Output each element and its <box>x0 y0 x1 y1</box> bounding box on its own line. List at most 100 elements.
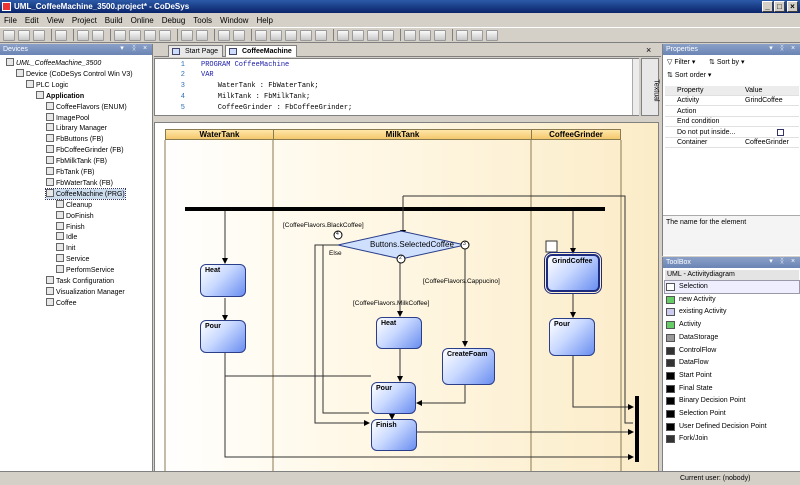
start-icon[interactable] <box>285 29 297 41</box>
align-icon[interactable] <box>486 29 498 41</box>
menu-build[interactable]: Build <box>104 15 123 25</box>
zoom-icon[interactable] <box>456 29 468 41</box>
maximize-button[interactable]: □ <box>774 1 785 12</box>
tree-item[interactable]: ImagePool <box>46 112 89 123</box>
tree-item[interactable]: Init <box>56 243 75 253</box>
breakpoint-icon[interactable] <box>337 29 349 41</box>
print-icon[interactable] <box>55 29 67 41</box>
copy-icon[interactable] <box>129 29 141 41</box>
tree-item[interactable]: Device (CoDeSys Control Win V3) <box>16 68 133 79</box>
menu-window[interactable]: Window <box>219 15 249 25</box>
reset-icon[interactable] <box>315 29 327 41</box>
filter-button[interactable]: ▽ Filter ▾ <box>667 59 696 66</box>
activity-finish[interactable]: Finish <box>371 419 417 451</box>
activity-pour-milk[interactable]: Pour <box>371 382 416 414</box>
cut-icon[interactable] <box>114 29 126 41</box>
menu-help[interactable]: Help <box>256 15 273 25</box>
stop-icon[interactable] <box>300 29 312 41</box>
activity-heat-water[interactable]: Heat <box>200 264 246 297</box>
minimize-button[interactable]: _ <box>762 1 773 12</box>
build-icon[interactable] <box>218 29 230 41</box>
menu-online[interactable]: Online <box>130 15 154 25</box>
property-row[interactable]: Action <box>665 107 799 117</box>
code-scrollbar[interactable] <box>632 59 639 115</box>
menu-file[interactable]: File <box>4 15 17 25</box>
tree-item[interactable]: CoffeeFlavors (ENUM) <box>46 101 127 112</box>
close-button[interactable]: × <box>787 1 798 12</box>
guard-black-coffee[interactable]: [CoffeeFlavors.BlackCoffee] <box>283 222 364 229</box>
tree-item[interactable]: Task Configuration <box>46 276 114 286</box>
autohide-icon[interactable]: ᛝ <box>131 45 137 52</box>
menu-project[interactable]: Project <box>71 15 97 25</box>
tree-item[interactable]: Application <box>36 90 84 101</box>
replace-icon[interactable] <box>196 29 208 41</box>
redo-icon[interactable] <box>92 29 104 41</box>
guard-milk-coffee[interactable]: [CoffeeFlavors.MilkCoffee] <box>353 300 430 307</box>
tree-item[interactable]: DoFinish <box>56 210 94 221</box>
tree-item[interactable]: Coffee <box>46 297 77 308</box>
toolbox-item[interactable]: Start Point <box>665 370 799 382</box>
toolbox-item[interactable]: ControlFlow <box>665 345 799 357</box>
login-icon[interactable] <box>255 29 267 41</box>
toolbox-item[interactable]: DataFlow <box>665 357 799 369</box>
menu-debug[interactable]: Debug <box>161 15 186 25</box>
guard-else[interactable]: Else <box>329 250 342 257</box>
tree-item[interactable]: FbMilkTank (FB) <box>46 156 107 166</box>
activity-heat-milk[interactable]: Heat <box>376 317 422 349</box>
sort-order-button[interactable]: ⇅ Sort order ▾ <box>667 72 712 79</box>
unforce-icon[interactable] <box>434 29 446 41</box>
tree-item[interactable]: CoffeeMachine (PRG) <box>45 187 126 200</box>
toolbox-item[interactable]: existing Activity <box>665 306 799 318</box>
pin-icon[interactable]: ▾ <box>120 45 124 52</box>
write-values-icon[interactable] <box>404 29 416 41</box>
property-row[interactable]: Do not put inside... <box>665 128 799 138</box>
toolbox-item[interactable]: Fork/Join <box>665 433 799 445</box>
property-row[interactable]: End condition <box>665 117 799 127</box>
sort-by-button[interactable]: ⇅ Sort by ▾ <box>709 59 745 66</box>
tree-item[interactable]: PerformService <box>56 265 114 275</box>
autohide-icon[interactable]: ᛝ <box>779 45 785 52</box>
build-all-icon[interactable] <box>233 29 245 41</box>
pin-icon[interactable]: ▾ <box>769 258 773 265</box>
pin-icon[interactable]: ▾ <box>769 45 773 52</box>
menu-tools[interactable]: Tools <box>193 15 212 25</box>
close-icon[interactable]: × <box>790 45 796 52</box>
property-value[interactable]: CoffeeGrinder <box>745 139 789 146</box>
lane-coffeegrinder[interactable]: CoffeeGrinder <box>531 129 621 140</box>
declaration-editor[interactable]: 1 PROGRAM CoffeeMachine 2 VAR 3 WaterTan… <box>154 58 639 116</box>
delete-icon[interactable] <box>159 29 171 41</box>
grid-icon[interactable] <box>471 29 483 41</box>
tree-item[interactable]: FbCoffeeGrinder (FB) <box>46 145 124 155</box>
new-file-icon[interactable] <box>3 29 15 41</box>
tree-item[interactable]: FbButtons (FB) <box>46 134 103 144</box>
tree-item[interactable]: PLC Logic <box>26 79 68 90</box>
tree-item[interactable]: Finish <box>56 221 85 232</box>
activity-create-foam[interactable]: CreateFoam <box>442 348 495 385</box>
activity-grind-coffee[interactable]: GrindCoffee <box>544 252 602 294</box>
logout-icon[interactable] <box>270 29 282 41</box>
save-icon[interactable] <box>33 29 45 41</box>
step-out-icon[interactable] <box>382 29 394 41</box>
toolbox-item[interactable]: DataStorage <box>665 332 799 344</box>
textual-view-tab[interactable]: Textual <box>641 58 660 116</box>
close-icon[interactable]: × <box>790 258 796 265</box>
toolbox-item[interactable]: Selection Point <box>665 408 799 420</box>
close-tab-icon[interactable]: × <box>646 45 652 55</box>
step-over-icon[interactable] <box>352 29 364 41</box>
activity-pour-coffee[interactable]: Pour <box>549 318 595 356</box>
menu-view[interactable]: View <box>46 15 64 25</box>
undo-icon[interactable] <box>77 29 89 41</box>
activity-diagram[interactable]: WaterTank MilkTank CoffeeGrinder <box>154 122 659 485</box>
toolbox-item[interactable]: User Defined Decision Point <box>665 421 799 433</box>
tree-item[interactable]: FbWaterTank (FB) <box>46 177 113 188</box>
autohide-icon[interactable]: ᛝ <box>779 258 785 265</box>
find-icon[interactable] <box>181 29 193 41</box>
tab-start-page[interactable]: Start Page <box>168 45 224 57</box>
menu-edit[interactable]: Edit <box>24 15 39 25</box>
tree-item[interactable]: Library Manager <box>46 123 107 133</box>
checkbox[interactable] <box>777 129 784 136</box>
tab-coffeemachine[interactable]: CoffeeMachine <box>225 45 297 57</box>
toolbox-item[interactable]: Binary Decision Point <box>665 395 799 407</box>
